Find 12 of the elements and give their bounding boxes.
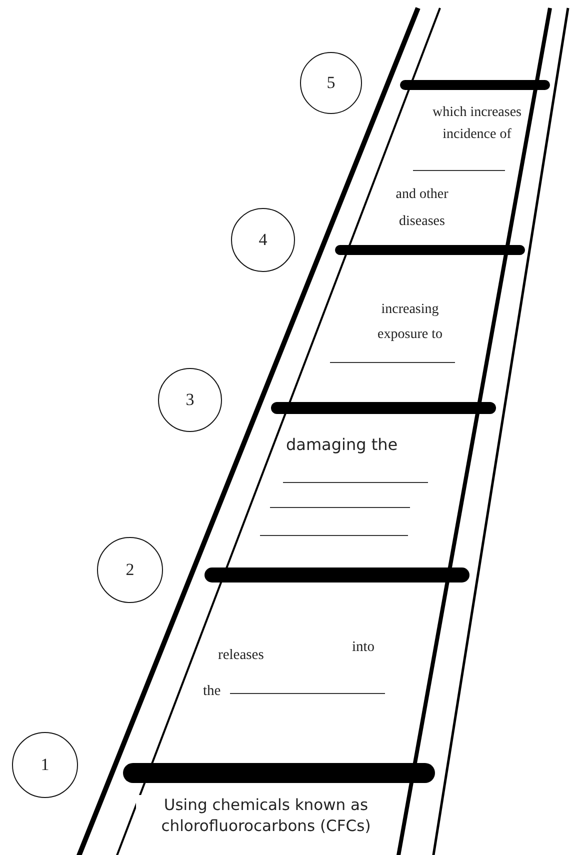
step-text: which increases incidence of	[431, 104, 523, 144]
step-number-circle: 4	[231, 208, 295, 272]
step-number-circle: 5	[300, 52, 362, 114]
step-text: and other diseases	[394, 186, 450, 231]
step-text: releases	[218, 647, 265, 664]
step-number-circle: 3	[158, 368, 222, 432]
step-text: the	[203, 683, 222, 700]
step-number-circle: 1	[12, 732, 78, 798]
step-text: into	[352, 639, 376, 656]
step-text: damaging the	[286, 435, 399, 454]
step-text: increasing exposure to	[376, 301, 444, 344]
step-number-circle: 2	[97, 537, 163, 603]
